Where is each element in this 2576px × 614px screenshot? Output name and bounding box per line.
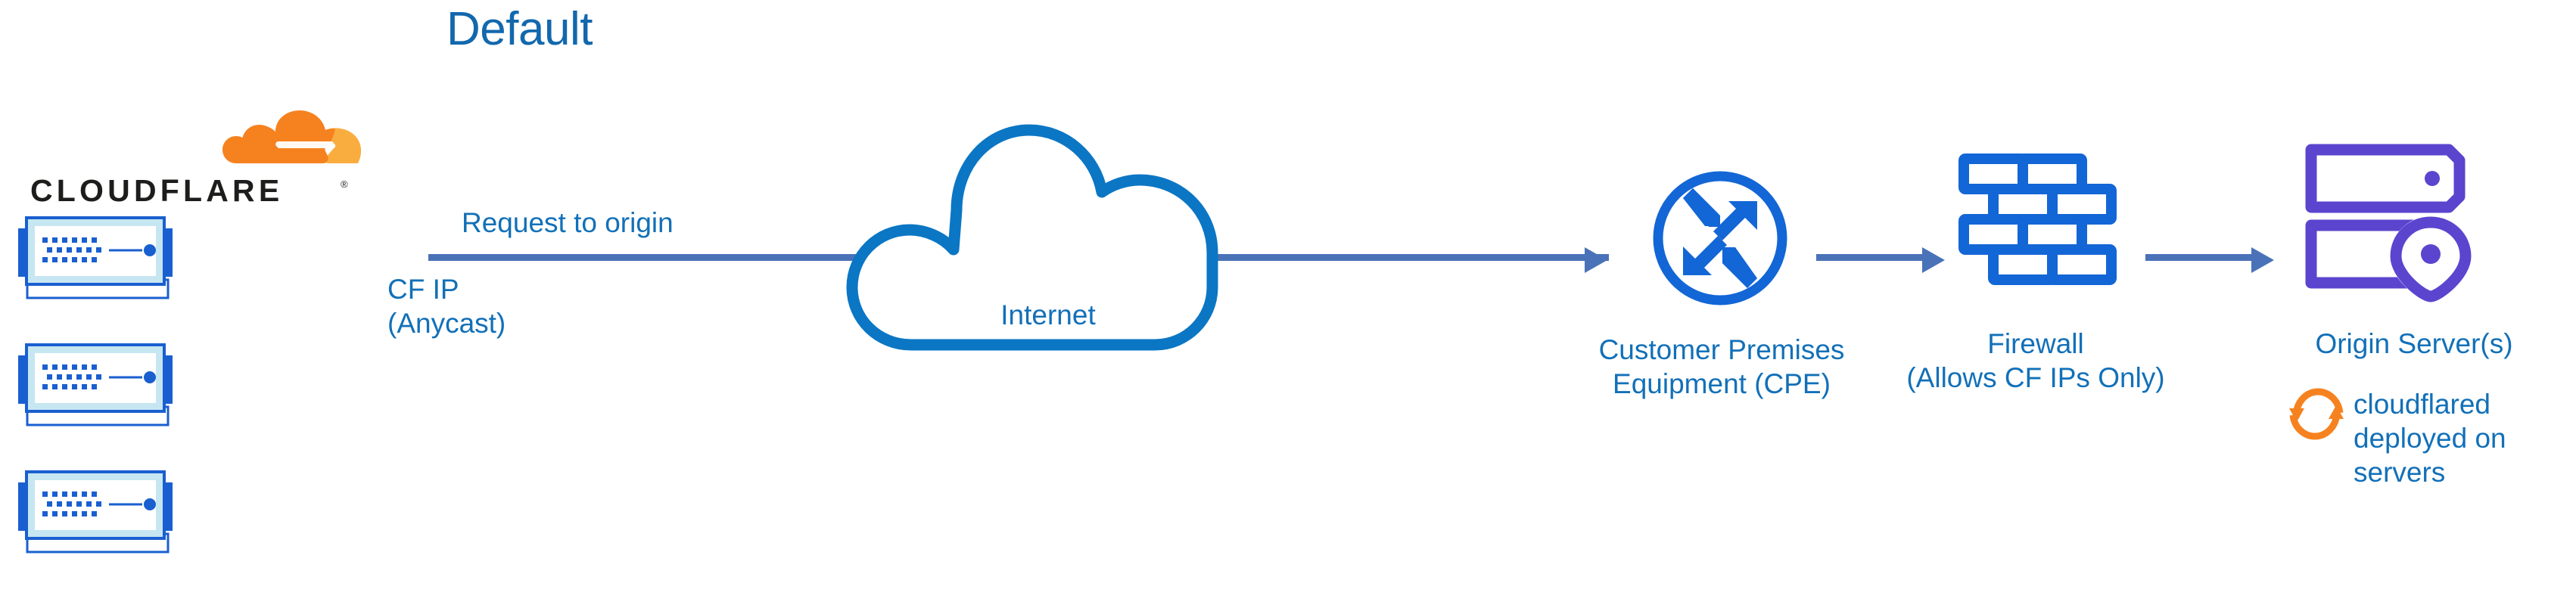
server-rack-pin-icon (2304, 135, 2478, 309)
request-to-origin-label: Request to origin (462, 207, 674, 238)
connector-arrowhead-firewall-to-origin (2251, 247, 2274, 273)
connector-arrowhead-edge-to-cpe (1585, 247, 1607, 273)
svg-text:®: ® (341, 178, 348, 190)
connector-line-cpe-to-firewall (1816, 254, 1930, 261)
svg-text:CLOUDFLARE: CLOUDFLARE (30, 173, 283, 208)
cloudflare-wordmark: CLOUDFLARE ® (30, 173, 363, 209)
internet-label: Internet (1000, 299, 1096, 330)
cloudflare-edge-server (17, 467, 174, 555)
brick-wall-icon (1957, 153, 2117, 305)
cloudflare-brand: CLOUDFLARE ® (30, 106, 363, 212)
cloudflare-edge-server (17, 340, 174, 428)
firewall-label: Firewall (Allows CF IPs Only) (1906, 328, 2165, 394)
router-icon (1650, 168, 1790, 309)
cloudflared-label: cloudflared deployed on servers (2354, 389, 2506, 488)
cloudflare-edge-server (17, 213, 174, 301)
cf-ip-anycast-label: CF IP (Anycast) (387, 274, 506, 340)
connector-line-firewall-to-origin (2145, 254, 2259, 261)
page-title: Default (446, 3, 593, 55)
sync-arrows-icon (2287, 384, 2346, 443)
connector-arrowhead-cpe-to-firewall (1922, 247, 1945, 273)
origin-server-label: Origin Server(s) (2315, 328, 2513, 359)
cloudflare-cloud-logo-icon (219, 106, 363, 172)
cloud-icon (838, 113, 1247, 363)
cpe-label: Customer Premises Equipment (CPE) (1598, 334, 1845, 400)
